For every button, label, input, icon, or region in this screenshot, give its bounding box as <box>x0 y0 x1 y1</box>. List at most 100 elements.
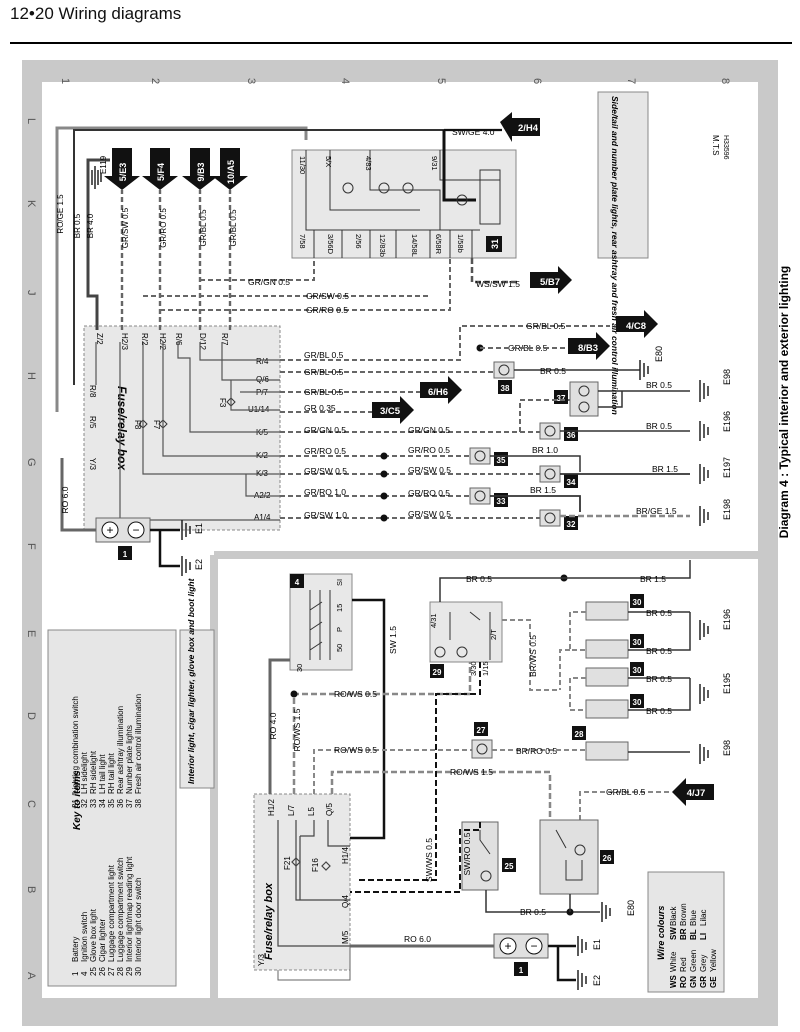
item-badge <box>118 546 132 560</box>
key-label: Number plate lights <box>125 725 134 794</box>
right-wire <box>280 325 610 361</box>
switch-contacts <box>309 590 331 660</box>
item-badge <box>564 516 578 530</box>
key-label: Lighting combination switch <box>71 696 80 794</box>
key-label: RH tail light <box>107 752 116 794</box>
ground-icon <box>577 936 587 990</box>
grid-col: 1 <box>59 78 71 84</box>
ground-label: E98 <box>722 369 732 385</box>
ref-label: 2/H4 <box>518 123 539 134</box>
junction-dot <box>380 470 388 478</box>
key-num: 26 <box>98 967 107 976</box>
item-number: 28 <box>575 730 584 739</box>
fuse-pin: H1/4 <box>341 847 350 864</box>
wire-code: GR <box>699 976 708 988</box>
wire-code: GN <box>689 976 698 988</box>
code-stamp: H33596 <box>722 135 729 160</box>
switch-pin: 30 <box>295 664 304 672</box>
ground-label: E1 <box>194 523 204 534</box>
switch-wire <box>369 150 441 230</box>
grid-col: 4 <box>339 78 351 84</box>
item-number: 26 <box>603 854 612 863</box>
item-badge <box>290 574 304 588</box>
item-number: 31 <box>490 239 500 249</box>
ref-arrow-icon <box>616 310 658 338</box>
wire-colour: Grey <box>699 955 708 972</box>
lamp-icon <box>544 512 556 524</box>
fuse-label: F3 <box>218 398 227 408</box>
minus-glyph: − <box>132 523 139 537</box>
grid-col: 6 <box>531 78 543 84</box>
fuse-pin: H1/2 <box>267 799 276 816</box>
item-badge <box>564 474 578 488</box>
lower-section-title: Interior light, cigar lighter, glove box… <box>186 577 196 784</box>
ground-icon <box>699 620 709 764</box>
item-badge <box>514 962 528 976</box>
wire-label: BR 0.5 <box>73 213 82 238</box>
wire-label: RO/WS 0.5 <box>334 745 377 755</box>
ref-arrow-icon <box>420 376 462 404</box>
ref-arrow-icon <box>568 332 610 360</box>
lamp-38 <box>493 361 515 379</box>
key-label: Cigar lighter <box>98 919 107 962</box>
switch-wire <box>313 230 473 258</box>
grid-row: G <box>25 458 37 467</box>
item-badge <box>630 662 644 676</box>
wire-label: GR/GN 0.5 <box>304 425 346 435</box>
ref-label: 9/B3 <box>196 162 206 181</box>
item-number: 4 <box>295 578 300 587</box>
box-wire <box>245 474 280 497</box>
wire-colour: Black <box>669 905 678 926</box>
key-num: 27 <box>107 967 116 976</box>
wire-colour: White <box>669 951 678 972</box>
fuse-pin: A1/4 <box>254 513 271 522</box>
wire-colour: Brown <box>679 903 688 926</box>
lamp-icon <box>474 450 486 462</box>
ground-label: E198 <box>722 499 732 520</box>
ground-icon <box>601 902 611 922</box>
wire-label: GR/GN 0.5 <box>408 425 450 435</box>
wire-label: BR 1.5 <box>640 574 666 584</box>
potentiometer <box>479 169 501 225</box>
page-title: 12•20 Wiring diagrams <box>10 4 182 23</box>
wire-label: BR 0.5 <box>646 674 672 684</box>
wire-label: BR/GE 1.5 <box>636 506 677 516</box>
box-wire <box>277 820 350 947</box>
ref-arrow-icon <box>142 148 178 190</box>
item-number: 27 <box>477 726 486 735</box>
lamp-34 <box>539 465 561 483</box>
lamp-icon <box>434 646 446 658</box>
lamp-icon <box>574 844 586 856</box>
box-wire <box>295 820 350 901</box>
wire-label: BR/RO 0.5 <box>516 746 557 756</box>
wire-grbl <box>579 791 670 820</box>
ground-label: E2 <box>592 975 602 986</box>
stamp: M.T.S <box>711 135 720 155</box>
wire-label: RO 6.0 <box>60 486 70 513</box>
lamp-icon <box>402 182 414 194</box>
grid-row: J <box>25 290 37 296</box>
key-label: LH sidelight <box>80 751 89 794</box>
wire-label: RO/WS 1.5 <box>292 708 302 751</box>
wire-br05 <box>73 129 444 385</box>
fuse-pin: L5 <box>307 807 316 816</box>
minus-glyph: − <box>530 939 537 953</box>
cigar-lighter-26 <box>539 819 599 895</box>
wire-rows15 <box>292 660 472 794</box>
item-number: 34 <box>567 478 576 487</box>
fuse-box-label: Fuse/relay box <box>263 882 275 960</box>
grid-row: D <box>25 712 37 720</box>
fuse-pin: Q/5 <box>325 803 334 816</box>
key-label: Battery <box>71 937 80 962</box>
wire-label: BR 0.5 <box>646 421 672 431</box>
switch-pin: 4/31 <box>429 613 438 628</box>
battery-wire <box>277 946 351 981</box>
switch-pin: 14/58L <box>410 234 419 257</box>
mid-wire <box>200 258 315 281</box>
item-number: 35 <box>497 456 506 465</box>
fuse-label: F21 <box>283 856 292 870</box>
ref-label: 5/F4 <box>156 163 166 181</box>
wire-rows15b <box>330 770 552 820</box>
grid-col: 7 <box>625 78 637 84</box>
fuse-pin: Z/2 <box>95 333 104 345</box>
